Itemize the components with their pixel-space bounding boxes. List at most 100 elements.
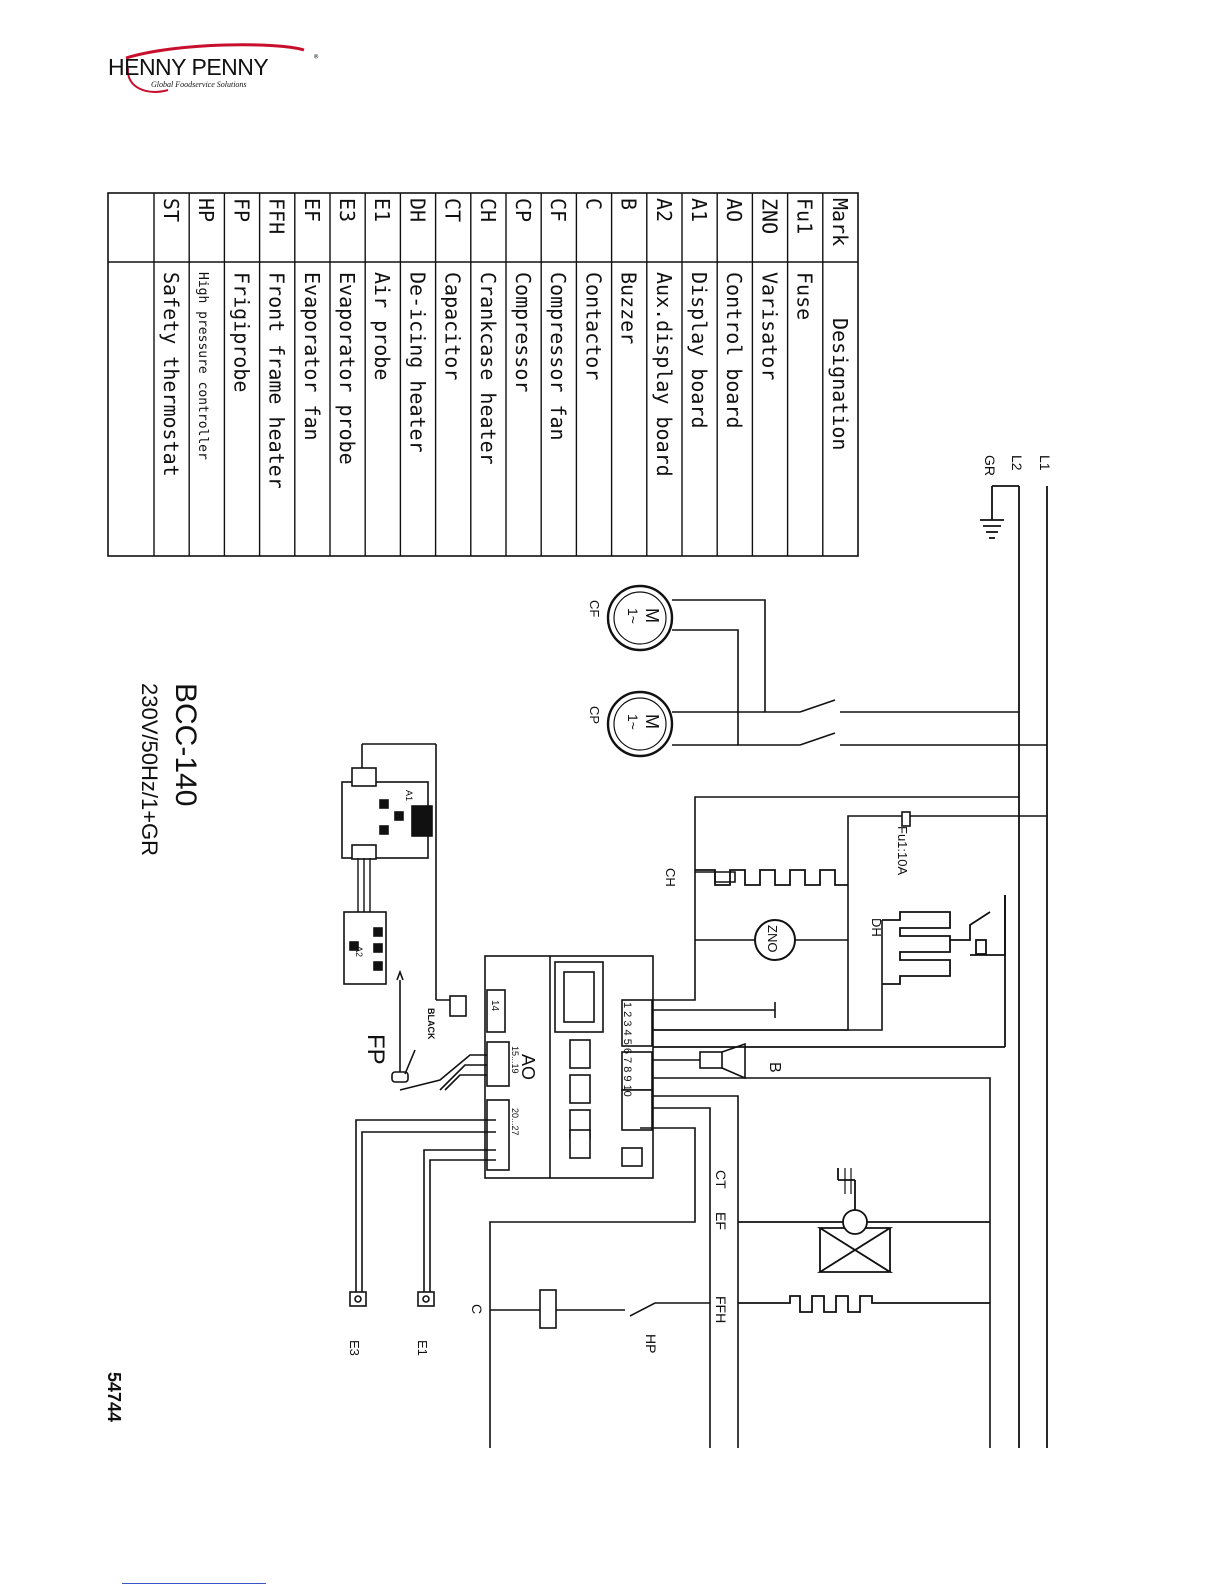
henny-penny-logo: HENNY PENNY ® Global Foodservice Solutio… (108, 40, 323, 100)
solenoid-valve (738, 1168, 990, 1273)
legend-mark: Fu1 (793, 198, 817, 234)
legend-designation: Air probe (370, 272, 394, 380)
varistor-zno: ZNO (754, 919, 796, 961)
cp-motor-m: M (642, 714, 662, 729)
page-bottom-link-rule (122, 1583, 266, 1584)
legend-designation: Crankcase heater (476, 272, 500, 465)
brand-name: HENNY PENNY (108, 54, 269, 80)
crankcase-heater-symbol (695, 869, 848, 886)
legend-mark: FFH (265, 198, 289, 234)
legend-designation: Compressor fan (546, 272, 570, 441)
ch-label: CH (663, 868, 678, 887)
ffh-label: FFH (713, 1296, 729, 1323)
legend-designation: Evaporator fan (300, 272, 324, 441)
a1-label: A1 (404, 790, 414, 801)
legend-mark: C (581, 198, 605, 210)
brand-tagline: Global Foodservice Solutions (151, 80, 247, 89)
gr-label: GR (982, 455, 998, 476)
legend-designation: Evaporator probe (335, 272, 359, 465)
e1-label: E1 (415, 1340, 430, 1356)
compressor-fan-motor: M 1~ CF (587, 584, 674, 652)
legend-designation: Contactor (581, 272, 605, 380)
ao-label: AO (518, 1054, 538, 1080)
hp-label: HP (643, 1334, 659, 1353)
probe-e1 (417, 1291, 435, 1307)
dh-label: DH (869, 918, 884, 937)
power-lines (980, 485, 1048, 1448)
display-board-a1 (341, 743, 460, 1001)
legend-mark: FP (229, 198, 253, 222)
control-board-ao (449, 955, 654, 1179)
legend-designation: Capacitor (441, 272, 465, 380)
drawing-number: 54744 (104, 1372, 124, 1422)
legend-mark: CH (476, 198, 500, 222)
legend-designation: Front frame heater (265, 272, 289, 489)
legend-mark: E1 (370, 198, 394, 222)
control-board-wiring (355, 1002, 991, 1448)
fuse-label: Fu1:10A (895, 826, 910, 875)
legend-designation: Safety thermostat (159, 272, 183, 477)
legend-designation: Varisator (757, 272, 781, 380)
buzzer-label: B (766, 1062, 783, 1073)
cp-label: CP (587, 706, 602, 724)
registered-mark: ® (314, 53, 319, 61)
model-supply: 230V/50Hz/1+GR (137, 683, 162, 856)
legend-mark: HP (194, 198, 218, 222)
terminal-numbers: 1 2 3 4 5 6 7 8 9 10 (621, 1002, 633, 1097)
legend-mark: B (617, 198, 641, 210)
zno-symbol-label: ZNO (765, 925, 780, 952)
legend-mark: CP (511, 198, 535, 222)
defrost-heater (648, 895, 1006, 1048)
legend-mark: E3 (335, 198, 359, 222)
front-frame-heater (738, 1295, 990, 1313)
aux-display-board-a2 (343, 911, 387, 985)
frigiprobe-fp (391, 969, 416, 1083)
legend-designation: Compressor (511, 272, 535, 392)
a1-a2-cable (357, 858, 371, 912)
legend-designation: Control board (722, 272, 746, 429)
high-pressure-contact (490, 1289, 710, 1329)
legend-designation: Buzzer (617, 272, 641, 344)
legend-header-designation: Designation (828, 318, 852, 450)
model-name: BCC-140 (169, 683, 202, 806)
legend-mark: EF (300, 198, 324, 222)
logo-swoosh (125, 43, 305, 93)
legend-header-mark: Mark (828, 198, 852, 246)
a2-label: A2 (354, 946, 364, 957)
legend-designation: High pressure controller (195, 272, 210, 460)
fp-label: FP (362, 1034, 389, 1065)
legend-designation: Frigiprobe (229, 272, 253, 392)
legend-mark: DH (405, 198, 429, 222)
cf-label: CF (587, 600, 602, 617)
compressor-motor: M 1~ CP (587, 690, 674, 758)
legend-mark: A1 (687, 198, 711, 222)
legend-mark: ST (159, 198, 183, 222)
black-wire-label: BLACK (426, 1008, 436, 1040)
ct-label: CT (713, 1170, 729, 1189)
connector-15-19-label: 15...19 (510, 1046, 520, 1074)
l2-label: L2 (1009, 455, 1025, 471)
cf-motor-phase: 1~ (625, 608, 641, 624)
connector-20-27-label: 20...27 (510, 1108, 520, 1136)
legend-designation: Fuse (793, 272, 817, 320)
cf-motor-m: M (642, 608, 662, 623)
legend-mark: AO (722, 198, 746, 222)
legend-mark: ZNO (757, 198, 781, 234)
connector-14-label: 14 (489, 1000, 500, 1012)
legend-designation: Aux.display board (652, 272, 676, 477)
legend-mark: A2 (652, 198, 676, 222)
motor-wiring (672, 599, 1047, 746)
terminal-block-numbers: 1 2 3 4 5 6 7 8 9 10 (621, 1002, 633, 1097)
e3-label: E3 (347, 1340, 362, 1356)
legend-designation: Display board (687, 272, 711, 429)
ef-label: EF (713, 1212, 729, 1230)
l1-label: L1 (1037, 455, 1053, 471)
c-label: C (469, 1304, 485, 1314)
legend-mark: CF (546, 198, 570, 222)
probe-e3 (349, 1291, 367, 1307)
legend-mark: CT (441, 198, 465, 222)
cp-motor-phase: 1~ (625, 714, 641, 730)
legend-designation: De-icing heater (405, 272, 429, 453)
